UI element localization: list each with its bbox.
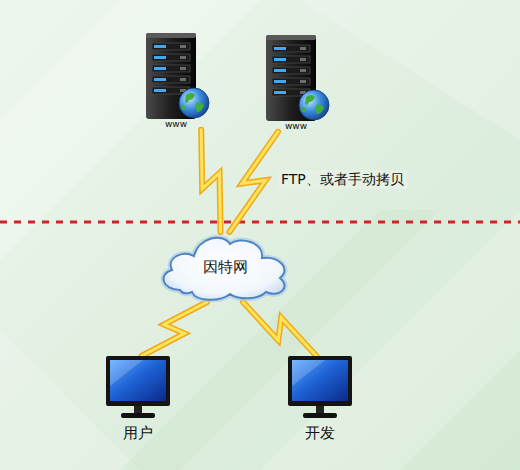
server-icon: [260, 35, 332, 123]
icon-rect: [303, 413, 337, 418]
web-server: www: [260, 35, 332, 132]
server-label: www: [165, 119, 187, 130]
web-server: www: [140, 33, 212, 130]
monitor-icon: [103, 356, 173, 420]
monitor-label: 用户: [123, 424, 153, 442]
icon-rect: [121, 413, 155, 418]
monitor-icon: [285, 356, 355, 420]
icon-rect: [152, 65, 190, 72]
lightning-connector: [142, 302, 208, 356]
icon-rect: [300, 58, 306, 61]
icon-path: [243, 302, 317, 356]
user-computer: 用户: [103, 356, 173, 442]
icon-rect: [154, 67, 166, 70]
icon-rect: [134, 406, 142, 414]
icon-rect: [180, 78, 186, 81]
icon-rect: [154, 45, 166, 48]
icon-rect: [272, 67, 310, 74]
icon-path: [302, 107, 306, 112]
boundary-dashed-line: [0, 221, 520, 224]
icon-rect: [110, 360, 166, 401]
icon-rect: [180, 67, 186, 70]
bg-facet: [120, 210, 440, 470]
icon-path: [196, 102, 204, 112]
icon-path: [142, 302, 208, 356]
icon-rect: [274, 91, 286, 94]
icon-path: [201, 130, 220, 232]
monitor-label: 开发: [305, 424, 335, 442]
icon-rect: [300, 47, 306, 50]
icon-path: [142, 302, 208, 356]
icon-rect: [272, 45, 310, 52]
icon-rect: [272, 78, 310, 85]
icon-polygon: [292, 360, 325, 386]
icon-path: [182, 105, 186, 110]
icon-rect: [152, 54, 190, 61]
bg-facet: [300, 0, 520, 140]
icon-path: [316, 104, 324, 114]
cloud-label: 因特网: [203, 258, 248, 276]
icon-rect: [154, 78, 166, 81]
icon-path: [305, 95, 315, 105]
dev-computer: 开发: [285, 356, 355, 442]
icon-path: [201, 130, 220, 232]
icon-circle: [299, 90, 329, 120]
icon-rect: [274, 47, 286, 50]
icon-polygon: [110, 360, 143, 386]
icon-path: [243, 302, 317, 356]
icon-rect: [274, 80, 286, 83]
icon-rect: [146, 33, 196, 38]
icon-rect: [288, 356, 352, 406]
edge-label: FTP、或者手动拷贝: [278, 170, 407, 189]
icon-rect: [266, 35, 316, 40]
icon-rect: [300, 69, 306, 72]
icon-rect: [152, 76, 190, 83]
icon-rect: [152, 43, 190, 50]
icon-rect: [272, 56, 310, 63]
icon-path: [230, 132, 279, 232]
icon-path: [185, 93, 195, 103]
lightning-connector: [230, 132, 279, 232]
icon-circle: [179, 88, 209, 118]
server-icon: [140, 33, 212, 121]
server-label: www: [285, 121, 307, 132]
lightning-connector: [201, 130, 220, 232]
icon-path: [164, 238, 285, 300]
icon-rect: [106, 356, 170, 406]
icon-rect: [154, 56, 166, 59]
icon-rect: [316, 406, 324, 414]
icon-rect: [300, 80, 306, 83]
internet-cloud: 因特网: [150, 232, 300, 302]
icon-rect: [180, 56, 186, 59]
icon-path: [164, 238, 285, 300]
lightning-connector: [243, 302, 317, 356]
icon-rect: [274, 58, 286, 61]
icon-rect: [180, 45, 186, 48]
icon-path: [230, 132, 279, 232]
icon-rect: [154, 89, 166, 92]
icon-rect: [274, 69, 286, 72]
icon-rect: [292, 360, 348, 401]
